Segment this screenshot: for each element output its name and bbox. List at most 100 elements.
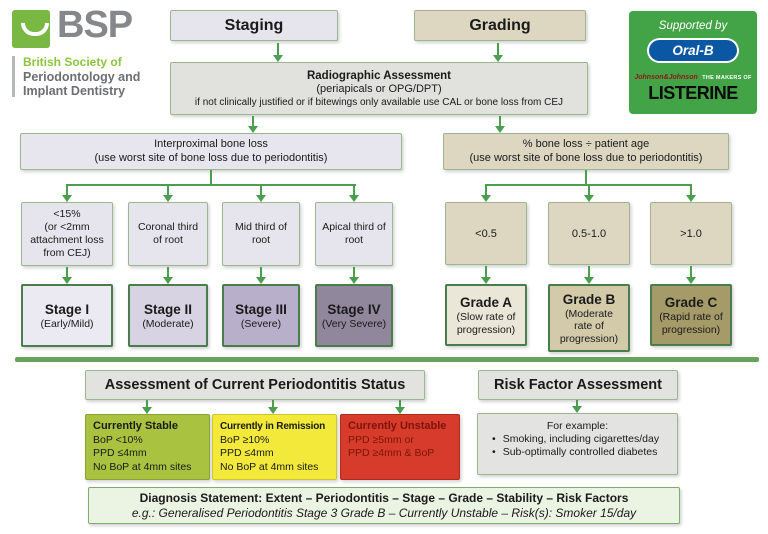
risk-bullet: Sub-optimally controlled diabetes (478, 446, 677, 459)
radiographic-title: Radiographic Assessment (306, 69, 451, 82)
flow-arrow (481, 184, 491, 202)
risk-bullet-text: Smoking, including cigarettes/day (502, 433, 660, 445)
radiographic-line3: if not clinically justified or if bitewi… (194, 96, 564, 108)
oralb-wordmark: Oral-B (649, 40, 737, 61)
stage-box-4: Stage IV (Very Severe) (315, 284, 393, 347)
bsp-acronym: BSP (57, 4, 133, 46)
criterion-line: (or <2mm (44, 221, 90, 233)
status-line: PPD ≤4mm (93, 447, 147, 459)
radiographic-assessment-box: Radiographic Assessment (periapicals or … (170, 62, 588, 115)
smile-icon (21, 23, 49, 36)
listerine-wordmark: LISTERINE (648, 83, 738, 103)
flow-arrow (686, 184, 696, 202)
grading-criterion-box: >1.0 (650, 202, 732, 265)
connector-line (585, 170, 587, 185)
flow-arrow (349, 184, 359, 202)
flow-arrow (163, 184, 173, 202)
stage-desc: (Moderate) (142, 317, 194, 330)
section-divider (15, 357, 759, 362)
bsp-name: British Society of Periodontology and Im… (23, 55, 140, 99)
risk-example-heading: For example: (546, 420, 609, 432)
status-line: No BoP at 4mm sites (93, 460, 192, 473)
grade-desc: (Moderate rate of progression) (559, 307, 619, 345)
flow-arrow (495, 116, 505, 133)
grade-name: Grade C (664, 295, 718, 310)
connector-line (210, 170, 212, 185)
grade-name: Grade B (562, 291, 616, 307)
stage-box-3: Stage III (Severe) (222, 284, 300, 347)
diagnosis-statement-box: Diagnosis Statement: Extent – Periodonti… (88, 487, 680, 524)
staging-criterion-box: Coronal third of root (128, 202, 208, 266)
staging-criterion-box: Apical third of root (315, 202, 393, 266)
flow-arrow (248, 116, 258, 133)
criterion-line: root (251, 234, 271, 246)
grade-box-a: Grade A (Slow rate of progression) (445, 284, 527, 346)
flow-arrow (686, 266, 696, 284)
status-title: Currently in Remission (220, 421, 326, 432)
grade-desc: (Slow rate of progression) (456, 311, 516, 336)
bsp-logo-icon (12, 10, 50, 48)
status-box-unstable: Currently Unstable PPD ≥5mm or PPD ≥4mm … (340, 414, 460, 480)
flow-arrow (584, 184, 594, 202)
risk-section-header: Risk Factor Assessment (478, 370, 678, 400)
bone-loss-age-box: % bone loss ÷ patient age (use worst sit… (443, 133, 729, 170)
status-section-header: Assessment of Current Periodontitis Stat… (85, 370, 425, 400)
status-box-remission: Currently in Remission BoP ≥10% PPD ≤4mm… (212, 414, 337, 480)
flow-arrow (62, 267, 72, 284)
status-line: PPD ≤4mm (220, 447, 274, 459)
sponsor-card: Supported by Oral-B Johnson&Johnson THE … (629, 11, 757, 114)
diagnosis-line1: Diagnosis Statement: Extent – Periodonti… (139, 490, 629, 505)
flow-arrow (62, 184, 72, 202)
flow-arrow (493, 43, 503, 62)
staging-criterion-box: <15% (or <2mm attachment loss from CEJ) (21, 202, 113, 266)
staging-criterion-box: Mid third of root (222, 202, 300, 266)
flow-arrow (395, 400, 405, 414)
status-title: Currently Unstable (348, 420, 447, 432)
stage-desc: (Very Severe) (321, 317, 387, 330)
oralb-logo: Oral-B (647, 38, 739, 63)
flow-arrow (163, 267, 173, 284)
grade-box-b: Grade B (Moderate rate of progression) (548, 284, 630, 352)
criterion-line: attachment loss (30, 234, 104, 246)
flow-arrow (273, 43, 283, 62)
status-line: PPD ≥4mm & BoP (348, 447, 435, 459)
grading-criterion-box: 0.5-1.0 (548, 202, 630, 265)
status-line: No BoP at 4mm sites (220, 460, 319, 473)
flow-arrow (584, 266, 594, 284)
bsp-name-line3: Implant Dentistry (23, 84, 126, 98)
jnj-line: Johnson&Johnson THE MAKERS OF (634, 71, 751, 82)
grade-desc: (Rapid rate of progression) (659, 311, 723, 336)
logo-divider (12, 56, 15, 97)
stage-box-2: Stage II (Moderate) (128, 284, 208, 347)
stage-desc: (Early/Mild) (40, 317, 94, 330)
stage-name: Stage III (235, 301, 287, 317)
criterion-line: Apical third of (322, 221, 386, 233)
grading-criterion-box: <0.5 (445, 202, 527, 265)
criterion-line: <15% (53, 208, 81, 220)
status-line: BoP ≥10% (220, 433, 270, 446)
flow-arrow (572, 400, 582, 413)
flow-arrow (268, 400, 278, 414)
stage-name: Stage IV (327, 301, 381, 317)
risk-example-box: For example: Smoking, including cigarett… (477, 413, 678, 475)
interproximal-bone-loss-box: Interproximal bone loss (use worst site … (20, 133, 402, 170)
bone-loss-age-line2: (use worst site of bone loss due to peri… (469, 151, 703, 164)
status-line: PPD ≥5mm or (348, 433, 414, 446)
status-line: BoP <10% (93, 433, 143, 446)
flow-arrow (142, 400, 152, 414)
risk-bullet: Smoking, including cigarettes/day (478, 433, 677, 446)
stage-box-1: Stage I (Early/Mild) (21, 284, 113, 347)
criterion-line: root (344, 234, 364, 246)
grade-box-c: Grade C (Rapid rate of progression) (650, 284, 732, 346)
bsp-name-line1: British Society of (23, 55, 122, 69)
criterion-line: Mid third of (235, 221, 287, 233)
flow-arrow (256, 184, 266, 202)
supported-by-label: Supported by (658, 20, 728, 32)
staging-header: Staging (170, 10, 338, 41)
criterion-line: of root (153, 234, 183, 246)
stage-desc: (Severe) (240, 317, 282, 330)
criterion-line: from CEJ) (43, 247, 91, 259)
radiographic-line2: (periapicals or OPG/DPT) (316, 82, 442, 95)
bsp-name-line2: Periodontology and (23, 69, 141, 84)
